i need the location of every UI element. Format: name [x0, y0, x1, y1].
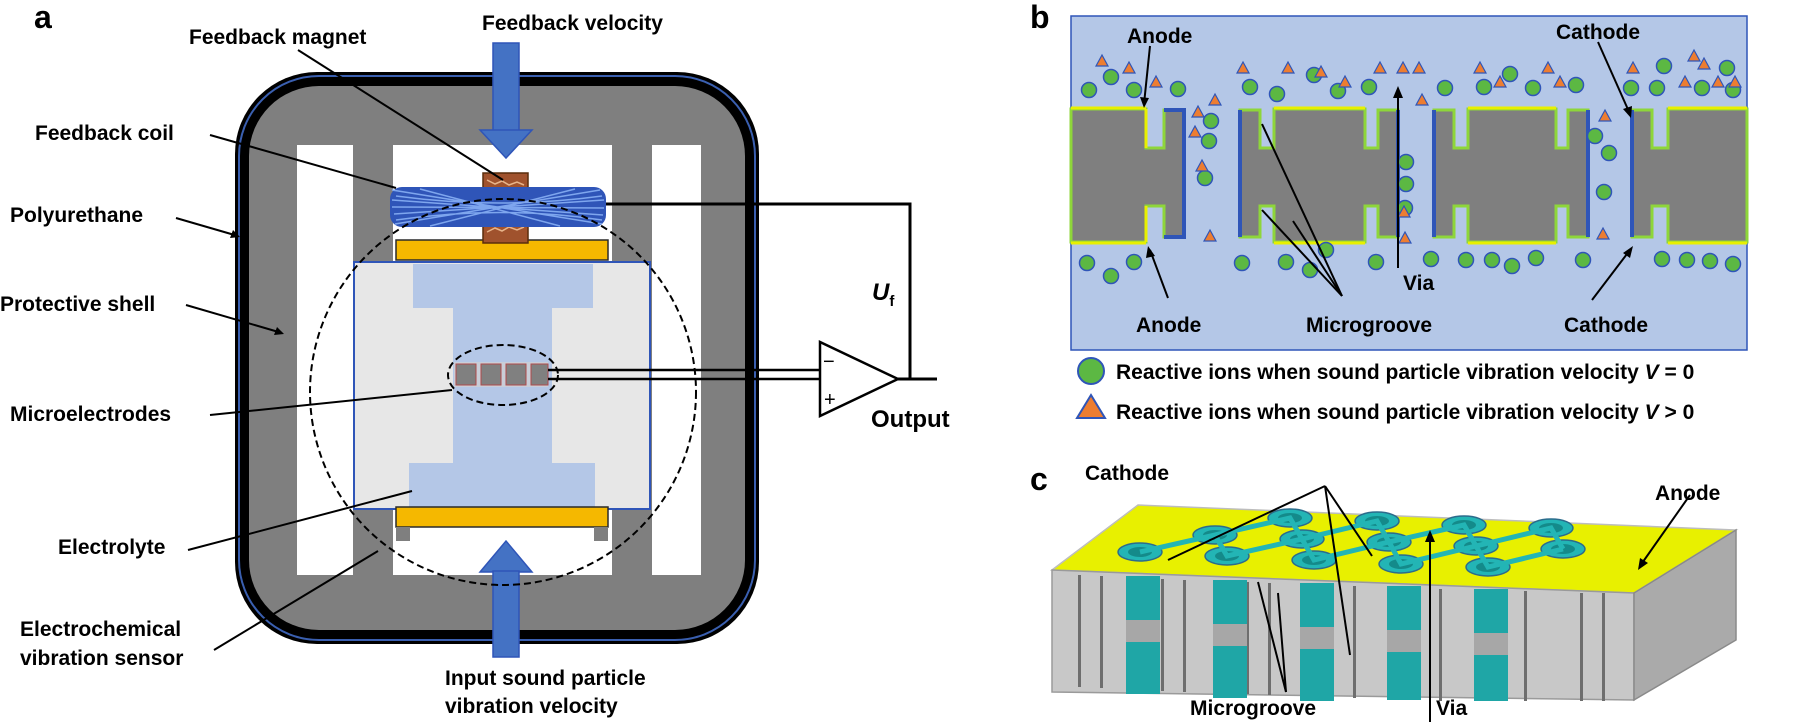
leader-anode-bottom-head [1146, 246, 1155, 258]
sensor-label-line1: Electrochemical [20, 618, 181, 641]
legend-moving-var: V [1645, 401, 1661, 424]
bottom-plate-stub-right [594, 527, 608, 541]
leader-cathode-3 [1167, 485, 1326, 561]
via-label: Via [1403, 272, 1434, 295]
amplifier-plus: + [824, 389, 836, 411]
leader-sensor [213, 550, 379, 651]
panel-b-label: b [1030, 0, 1050, 35]
leader-protective-shell [185, 304, 283, 334]
cathode-bottom-label: Cathode [1564, 314, 1648, 337]
microelectrodes-highlight [447, 344, 559, 406]
panel-a-label: a [34, 0, 52, 35]
anode-bottom-label: Anode [1136, 314, 1201, 337]
microgroove-label-c: Microgroove [1190, 697, 1316, 720]
legend-static-cond: = 0 [1659, 361, 1695, 384]
leader-cathode-1 [1324, 485, 1373, 557]
polyurethane-label: Polyurethane [10, 204, 143, 227]
feedback-velocity-label: Feedback velocity [482, 12, 663, 35]
legend-moving-cond: > 0 [1659, 401, 1695, 424]
via-cylinders [1126, 576, 1508, 701]
anode-top-label: Anode [1127, 25, 1192, 48]
anode-label-c: Anode [1655, 482, 1720, 505]
electrode-block [1432, 107, 1590, 244]
feedback-magnet-label: Feedback magnet [189, 26, 366, 49]
protective-shell-label: Protective shell [0, 293, 155, 316]
uf-subscript: f [889, 293, 895, 310]
leader-microgroove-c1 [1257, 581, 1287, 693]
leader-microgroove-3 [1292, 220, 1343, 297]
bottom-plate-stub-left [396, 527, 410, 541]
feedback-coil-label: Feedback coil [35, 122, 174, 145]
feedback-wire [606, 202, 912, 378]
electrode-block [1069, 107, 1186, 244]
cathode-top-label: Cathode [1556, 21, 1640, 44]
leader-microgroove-1 [1261, 123, 1343, 297]
leader-feedback-magnet [297, 49, 504, 181]
panel-c: c [1030, 461, 1739, 722]
leader-anode-c-head [1638, 558, 1648, 570]
leader-feedback-coil [209, 134, 397, 189]
panel-a: a [0, 0, 950, 718]
leader-electrolyte [187, 490, 413, 551]
feedback-velocity-arrow [478, 42, 534, 160]
input-velocity-label-line1: Input sound particle [445, 667, 646, 690]
panel-c-label: c [1030, 461, 1048, 497]
microelectrode-cell [530, 363, 549, 386]
leader-cathode-top [1597, 41, 1631, 115]
uf-main: U [872, 279, 890, 306]
amplifier-minus: − [823, 351, 835, 373]
leader-cathode-bottom-head [1623, 246, 1633, 258]
leader-polyurethane [175, 217, 239, 237]
microelectrodes-label: Microelectrodes [10, 403, 171, 426]
magnet-texture [486, 179, 525, 233]
leader-anode-top-head [1140, 97, 1149, 108]
leader-cathode-bottom [1591, 249, 1631, 301]
uf-label: Uf [872, 279, 895, 310]
leader-anode-c [1639, 494, 1691, 567]
reactive-ions-static [1078, 57, 1742, 285]
leader-anode-top [1143, 45, 1151, 105]
output-label: Output [871, 406, 950, 433]
leader-anode-bottom [1149, 249, 1169, 299]
legend-static-text: Reactive ions when sound particle vibrat… [1116, 361, 1645, 384]
legend-moving-text: Reactive ions when sound particle vibrat… [1116, 401, 1645, 424]
electrode-block [1630, 107, 1749, 244]
sensor-label-line2: vibration sensor [20, 647, 183, 670]
reactive-ions-moving [1094, 48, 1743, 244]
leader-microgroove-c2 [1277, 592, 1287, 693]
microgroove-label: Microgroove [1306, 314, 1432, 337]
leader-microgroove-2 [1261, 209, 1343, 297]
legend-item-static: Reactive ions when sound particle vibrat… [1116, 361, 1694, 384]
legend-static-var: V [1645, 361, 1661, 384]
legend: Reactive ions when sound particle vibrat… [1075, 357, 1694, 424]
electrochemical-sensor-boundary [309, 198, 697, 586]
panel-b: b [1030, 0, 1749, 424]
cathode-traces [1139, 515, 1566, 570]
legend-marker-circle [1077, 357, 1105, 385]
bottom-plate [395, 506, 609, 528]
feedback-coil [390, 187, 606, 227]
amplifier: − + [818, 340, 937, 418]
microelectrode-stack [447, 344, 559, 406]
via-label-c: Via [1436, 697, 1467, 720]
leader-cathode-2 [1324, 485, 1351, 656]
leader-protective-shell-head [274, 327, 284, 335]
cathode-label-c: Cathode [1085, 462, 1169, 485]
block-side-face [1633, 528, 1737, 702]
leader-cathode-top-head [1623, 106, 1632, 118]
legend-item-moving: Reactive ions when sound particle vibrat… [1116, 401, 1694, 424]
input-velocity-label-line2: vibration velocity [445, 695, 618, 718]
microelectrode-cell [505, 363, 527, 386]
legend-marker-triangle [1075, 393, 1107, 419]
via-arrow-head [1393, 86, 1403, 98]
leader-microelectrodes [209, 389, 453, 416]
leader-polyurethane-head [230, 230, 240, 238]
microelectrode-cell [480, 363, 502, 386]
electrolyte-label: Electrolyte [58, 536, 165, 559]
microelectrode-cell [455, 363, 477, 386]
leader-via-c-head [1425, 530, 1435, 542]
